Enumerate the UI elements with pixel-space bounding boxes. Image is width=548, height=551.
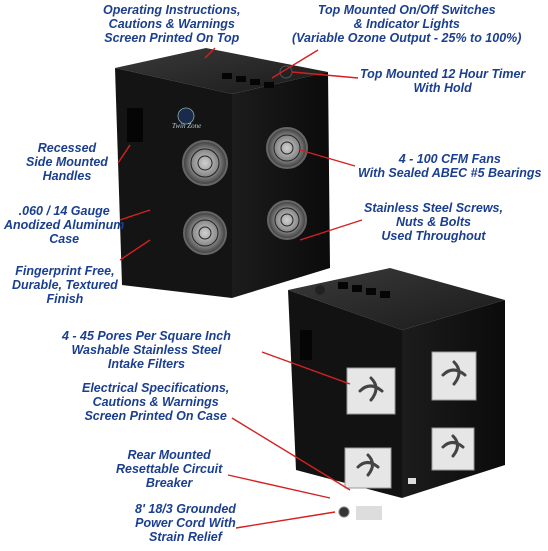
callout-fans: 4 - 100 CFM Fans With Sealed ABEC #5 Bea…: [358, 152, 542, 180]
callout-power-cord: 8' 18/3 Grounded Power Cord With Strain …: [135, 502, 236, 544]
fan-icon: [182, 127, 308, 255]
logo: Twin Zone: [172, 107, 201, 130]
callout-breaker: Rear Mounted Resettable Circuit Breaker: [116, 448, 223, 490]
callout-filters: 4 - 45 Pores Per Square Inch Washable St…: [62, 329, 231, 371]
leader-lines: [117, 47, 363, 529]
front-unit: Twin Zone: [115, 48, 330, 298]
callout-top-switches: Top Mounted On/Off Switches & Indicator …: [292, 3, 522, 45]
front-unit-face: [232, 72, 330, 298]
svg-text:Twin Zone: Twin Zone: [172, 122, 201, 130]
callout-screws: Stainless Steel Screws, Nuts & Bolts Use…: [364, 201, 503, 243]
callout-finish: Fingerprint Free, Durable, Textured Fini…: [12, 264, 118, 306]
side-handle: [127, 108, 143, 142]
rear-unit: [288, 268, 505, 520]
rear-unit-side: [288, 290, 402, 498]
callout-operating-instructions: Operating Instructions, Cautions & Warni…: [103, 3, 241, 45]
top-switches: [222, 73, 274, 88]
callout-timer: Top Mounted 12 Hour Timer With Hold: [360, 67, 526, 95]
callout-electrical: Electrical Specifications, Cautions & Wa…: [82, 381, 230, 423]
callout-handles: Recessed Side Mounted Handles: [26, 141, 108, 183]
front-unit-top: [115, 48, 328, 94]
filter-icon: [344, 351, 477, 489]
callout-case: .060 / 14 Gauge Anodized Aluminum Case: [4, 204, 125, 246]
